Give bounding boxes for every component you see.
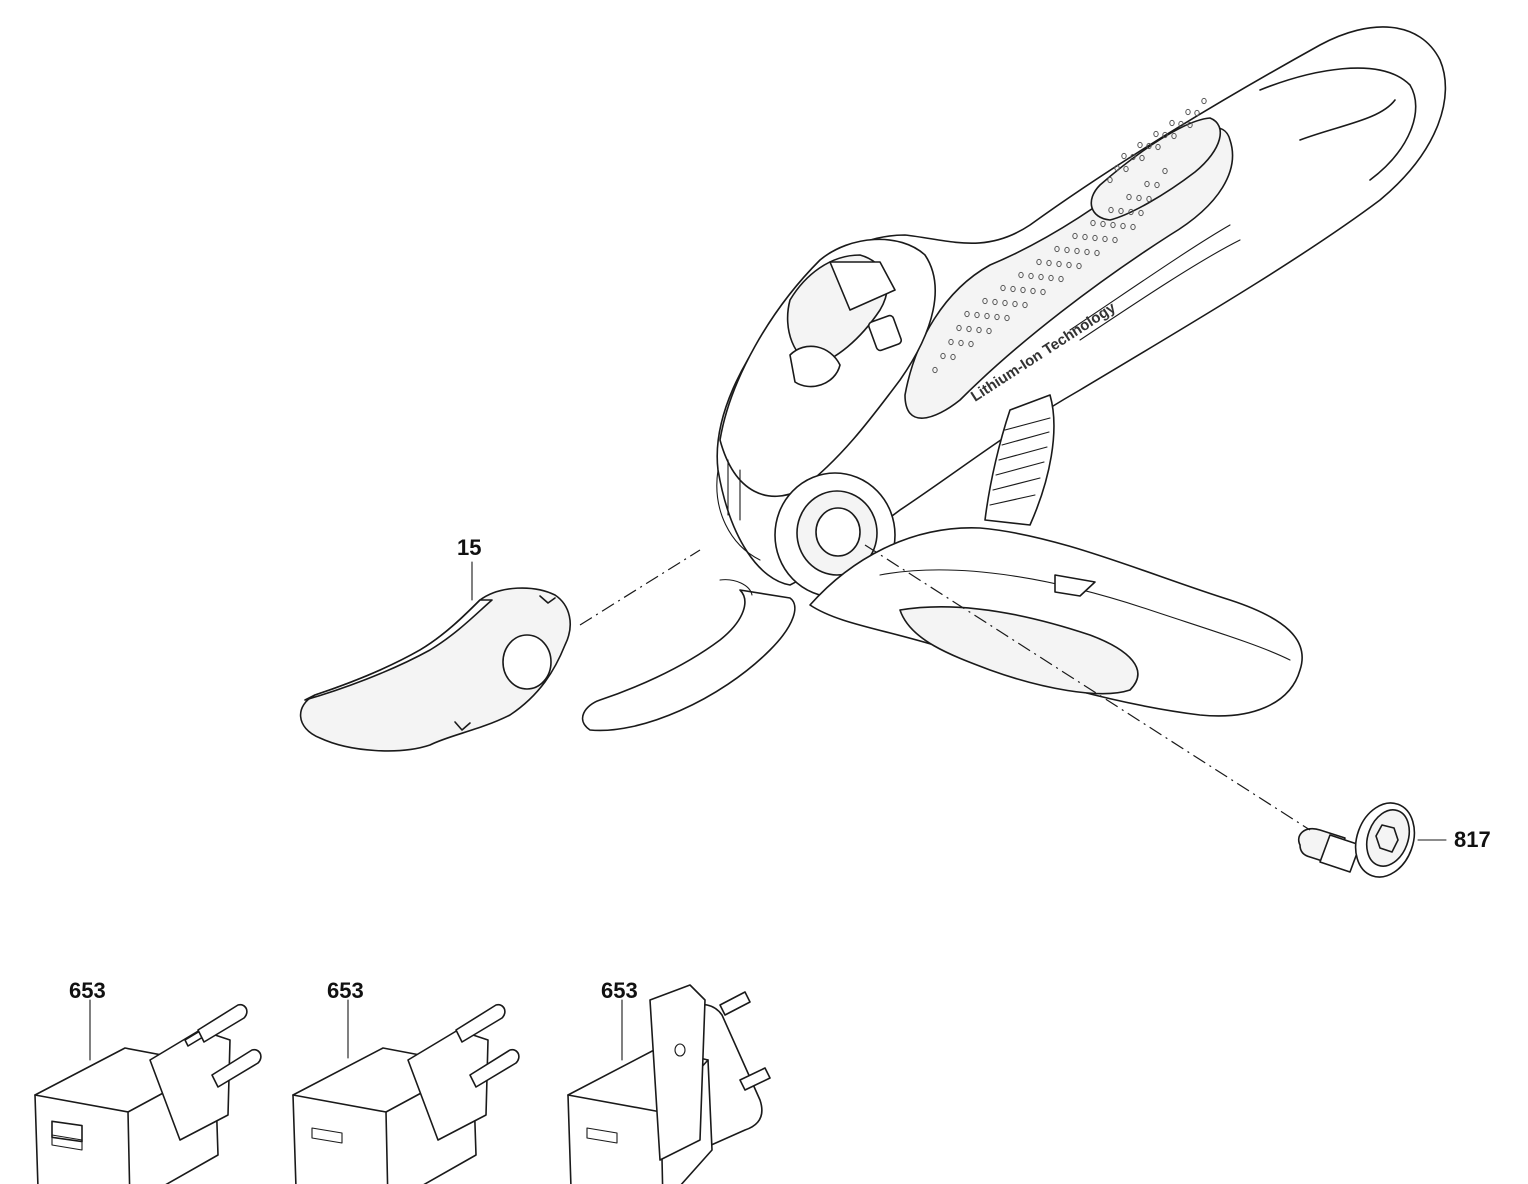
grip-dot bbox=[1028, 272, 1034, 280]
grip-dot bbox=[1056, 260, 1062, 268]
grip-dot bbox=[1100, 220, 1106, 228]
grip-dot bbox=[1020, 286, 1026, 294]
grip-dot bbox=[1121, 152, 1127, 160]
grip-dot bbox=[964, 310, 970, 318]
grip-dot bbox=[1126, 193, 1132, 201]
grip-dot bbox=[1102, 235, 1108, 243]
grip-dot bbox=[956, 324, 962, 332]
grip-dot bbox=[958, 339, 964, 347]
grip-dot bbox=[1118, 207, 1124, 215]
spring bbox=[984, 394, 1055, 526]
grip-dot bbox=[1040, 288, 1046, 296]
grip-dot bbox=[1130, 153, 1136, 161]
grip-dot bbox=[1110, 221, 1116, 229]
grip-dot bbox=[1136, 194, 1142, 202]
grip-dot bbox=[1137, 141, 1143, 149]
label-part-15: 15 bbox=[457, 535, 482, 560]
grip-dot bbox=[974, 311, 980, 319]
grip-dot bbox=[966, 325, 972, 333]
label-part-653-eu-1: 653 bbox=[69, 978, 106, 1003]
grip-dot bbox=[932, 366, 938, 374]
grip-dot bbox=[1185, 108, 1191, 116]
grip-dot bbox=[1138, 209, 1144, 217]
grip-dot bbox=[1128, 208, 1134, 216]
grip-dot bbox=[1046, 259, 1052, 267]
grip-dot bbox=[1120, 222, 1126, 230]
grip-dot bbox=[1123, 165, 1129, 173]
grip-dot bbox=[1066, 261, 1072, 269]
grip-dot bbox=[968, 340, 974, 348]
blade-part-15 bbox=[299, 587, 571, 752]
grip-dot bbox=[1144, 180, 1150, 188]
anvil-jaw bbox=[581, 579, 796, 732]
grip-dot bbox=[1154, 181, 1160, 189]
pruner-body bbox=[716, 26, 1447, 598]
grip-dot bbox=[1139, 154, 1145, 162]
grip-dot bbox=[1084, 248, 1090, 256]
lower-handle bbox=[809, 527, 1303, 717]
grip-dot bbox=[1022, 301, 1028, 309]
grip-dot bbox=[1012, 300, 1018, 308]
grip-dot bbox=[1018, 271, 1024, 279]
grip-dot bbox=[1155, 143, 1161, 151]
grip-dot bbox=[1000, 284, 1006, 292]
leader-lines bbox=[89, 561, 1447, 1061]
grip-dot bbox=[986, 327, 992, 335]
grip-dot bbox=[1002, 299, 1008, 307]
grip-dot bbox=[1048, 274, 1054, 282]
grip-dot bbox=[1038, 273, 1044, 281]
charger-eu-2 bbox=[292, 1003, 520, 1184]
grip-dot bbox=[1072, 232, 1078, 240]
grip-dot bbox=[1146, 195, 1152, 203]
assembly-axis-screw bbox=[864, 544, 1311, 831]
grip-dot bbox=[1194, 109, 1200, 117]
grip-dot bbox=[1090, 219, 1096, 227]
charger-uk bbox=[567, 984, 771, 1184]
grip-dot bbox=[992, 298, 998, 306]
screw-part-817 bbox=[1298, 802, 1416, 878]
grip-dot bbox=[1187, 121, 1193, 129]
grip-dot bbox=[1108, 206, 1114, 214]
grip-dot bbox=[1010, 285, 1016, 293]
grip-dot bbox=[1130, 223, 1136, 231]
grip-dot bbox=[1082, 233, 1088, 241]
grip-dot bbox=[984, 312, 990, 320]
grip-dot bbox=[1114, 164, 1120, 172]
grip-dot bbox=[976, 326, 982, 334]
label-part-653-uk: 653 bbox=[601, 978, 638, 1003]
grip-dot bbox=[1112, 236, 1118, 244]
assembly-axis-blade bbox=[579, 549, 701, 626]
grip-dot bbox=[1169, 119, 1175, 127]
grip-dot bbox=[1146, 142, 1152, 150]
grip-dot bbox=[1171, 132, 1177, 140]
grip-dot bbox=[948, 338, 954, 346]
grip-dot bbox=[982, 297, 988, 305]
grip-dot bbox=[1162, 167, 1168, 175]
grip-dot bbox=[1107, 176, 1113, 184]
grip-dot bbox=[1054, 245, 1060, 253]
grip-dot bbox=[1030, 287, 1036, 295]
grip-dot bbox=[950, 353, 956, 361]
grip-dot bbox=[1058, 275, 1064, 283]
grip-dot bbox=[940, 352, 946, 360]
label-part-653-eu-2: 653 bbox=[327, 978, 364, 1003]
grip-dot bbox=[994, 313, 1000, 321]
grip-dot bbox=[1004, 314, 1010, 322]
grip-dot bbox=[1076, 262, 1082, 270]
grip-dot bbox=[1201, 97, 1207, 105]
grip-dot bbox=[1036, 258, 1042, 266]
charger-eu-1 bbox=[34, 1003, 262, 1184]
grip-dot bbox=[1074, 247, 1080, 255]
grip-dot bbox=[1162, 131, 1168, 139]
grip-dot bbox=[1094, 249, 1100, 257]
grip-dot bbox=[1153, 130, 1159, 138]
label-part-817: 817 bbox=[1454, 827, 1491, 852]
grip-dot bbox=[1178, 120, 1184, 128]
grip-dot bbox=[1064, 246, 1070, 254]
grip-dot bbox=[1092, 234, 1098, 242]
